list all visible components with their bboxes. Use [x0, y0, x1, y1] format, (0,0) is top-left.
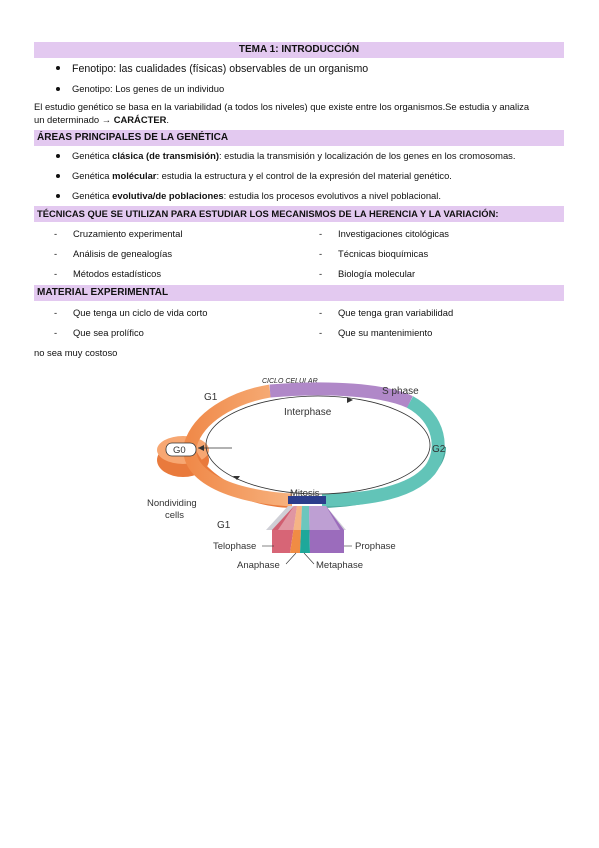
g0-box — [165, 442, 197, 457]
g1-top-label: G1 — [204, 392, 218, 403]
list-item: Técnicas bioquímicas — [299, 248, 564, 260]
fan-background — [266, 506, 346, 530]
prophase-label: Prophase — [355, 541, 396, 552]
metaphase-label: Metaphase — [316, 560, 363, 571]
prophase-block — [309, 506, 344, 553]
g2-label: G2 — [432, 444, 446, 455]
g0-disc — [157, 436, 209, 464]
list-item: Genética clásica (de transmisión): estud… — [34, 150, 564, 162]
material-left: Que tenga un ciclo de vida corto Que sea… — [34, 307, 299, 339]
techniques-left: Cruzamiento experimental Análisis de gen… — [34, 228, 299, 280]
material-trailing-text: no sea muy costoso — [34, 347, 118, 358]
intro-list: Fenotipo: las cualidades (físicas) obser… — [34, 62, 564, 95]
list-item: Métodos estadísticos — [34, 268, 299, 280]
list-item: Fenotipo: las cualidades (físicas) obser… — [34, 62, 564, 76]
anaphase-label: Anaphase — [237, 560, 280, 571]
list-item: Que sea prolífico — [34, 327, 299, 339]
material-columns: Que tenga un ciclo de vida corto Que sea… — [34, 307, 564, 339]
telophase-label: Telophase — [213, 541, 256, 552]
metaphase-block — [300, 506, 310, 553]
list-item: Que su mantenimiento — [299, 327, 564, 339]
section-heading-techniques: TÉCNICAS QUE SE UTILIZAN PARA ESTUDIAR L… — [34, 206, 564, 222]
list-item: Genética evolutiva/de poblaciones: estud… — [34, 190, 564, 202]
cells-label: cells — [165, 510, 184, 521]
g0-label: G0 — [173, 445, 186, 456]
interphase-arrow-icon — [347, 397, 353, 403]
anaphase-leader — [285, 552, 297, 565]
paragraph-line: un determinado → CARÁCTER. — [34, 114, 169, 125]
page-title: TEMA 1: INTRODUCCIÓN — [34, 42, 564, 58]
list-item: Genética molécular: estudia la estructur… — [34, 170, 564, 182]
telophase-block — [272, 506, 297, 553]
diagram-title: CICLO CELULAR — [262, 378, 318, 385]
section-heading-material: MATERIAL EXPERIMENTAL — [34, 285, 564, 301]
techniques-right: Investigaciones citológicas Técnicas bio… — [299, 228, 564, 280]
caracter-term: CARÁCTER — [113, 114, 167, 125]
metaphase-leader — [303, 552, 315, 565]
mitosis-label: Mitosis — [290, 488, 320, 499]
interphase-circle — [205, 395, 431, 495]
list-item: Cruzamiento experimental — [34, 228, 299, 240]
list-item: Análisis de genealogías — [34, 248, 299, 260]
section-heading-areas: ÁREAS PRINCIPALES DE LA GENÉTICA — [34, 130, 564, 146]
paragraph-line: El estudio genético se basa en la variab… — [34, 101, 530, 112]
ring-thickness-left — [188, 440, 292, 508]
techniques-columns: Cruzamiento experimental Análisis de gen… — [34, 228, 564, 280]
material-right: Que tenga gran variabilidad Que su mante… — [299, 307, 564, 339]
g0-arrow-icon — [198, 445, 204, 451]
fan-light-overlay — [278, 506, 340, 530]
interphase-arrow-icon — [233, 476, 240, 480]
g0-disc-shadow — [157, 443, 209, 477]
g1-bottom-label: G1 — [217, 520, 231, 531]
anaphase-block — [290, 506, 302, 553]
g1-segment — [183, 384, 293, 507]
list-item: Que tenga gran variabilidad — [299, 307, 564, 319]
s-phase-segment — [269, 382, 413, 408]
areas-list: Genética clásica (de transmisión): estud… — [34, 150, 564, 202]
list-item: Genotipo: Los genes de un individuo — [34, 83, 564, 95]
interphase-label: Interphase — [284, 407, 332, 418]
document-page: TEMA 1: INTRODUCCIÓN Fenotipo: las cuali… — [34, 0, 564, 359]
nondividing-label: Nondividing — [147, 498, 197, 509]
list-item: Investigaciones citológicas — [299, 228, 564, 240]
intro-paragraph: El estudio genético se basa en la variab… — [34, 100, 564, 126]
ring-thickness-right — [322, 446, 446, 508]
list-item: Que tenga un ciclo de vida corto — [34, 307, 299, 319]
s-phase-label: S phase — [382, 386, 419, 397]
g2-segment — [321, 396, 445, 507]
list-item: Biología molecular — [299, 268, 564, 280]
